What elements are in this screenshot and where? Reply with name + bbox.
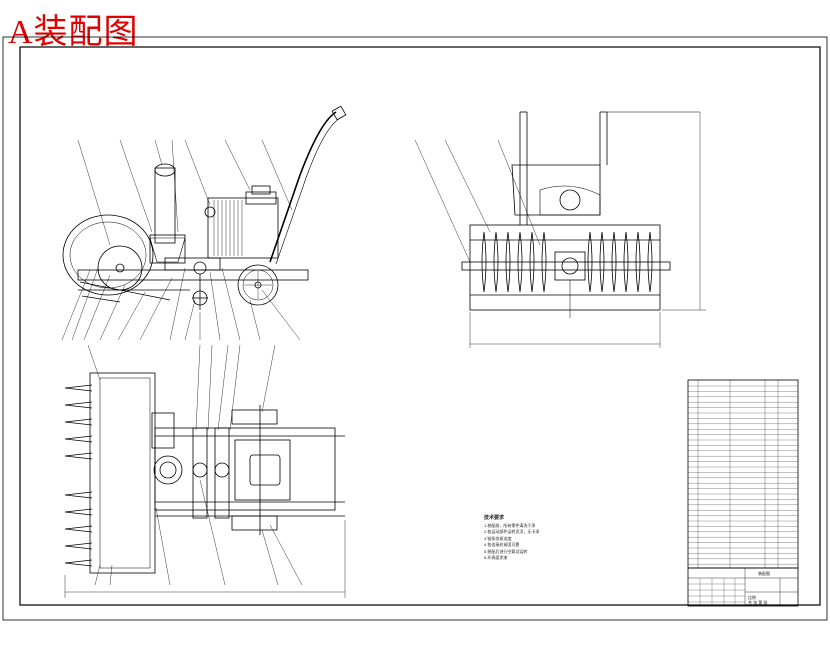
inner-frame <box>19 46 821 606</box>
rear-wheel <box>237 264 279 306</box>
requirement-item: 1.装配前，所有零件清洗干净 <box>484 522 536 528</box>
front-view <box>414 111 706 348</box>
requirement-item: 4.各连接处紧固可靠 <box>484 542 520 547</box>
drive-pulley <box>97 245 143 291</box>
parts-list <box>687 379 799 569</box>
technical-requirements: 技术要求 1.装配前，所有零件清洗干净 2.各运动部件运转灵活，无卡滞 3.链条… <box>484 515 574 562</box>
engine-plan <box>234 439 291 501</box>
requirement-item: 2.各运动部件运转灵活，无卡滞 <box>484 529 540 534</box>
main-frame <box>77 269 309 281</box>
scale-label: 比例 <box>748 595 756 600</box>
side-view <box>61 105 347 341</box>
requirement-item: 5.装配后进行空载试运转 <box>484 548 528 554</box>
front-frame <box>469 224 661 311</box>
flail-housing <box>62 214 154 296</box>
engine-block <box>207 197 279 259</box>
drawing-title: A装配图 <box>8 14 139 51</box>
drawing-name: 装配图 <box>758 571 770 576</box>
sheet-label: 共 张 第 张 <box>748 600 768 605</box>
tine-axle <box>461 261 671 271</box>
requirement-item: 6.外表面涂漆 <box>484 555 508 560</box>
technical-requirements-heading: 技术要求 <box>484 515 505 521</box>
push-handle <box>269 111 337 263</box>
hopper-tube <box>154 167 176 244</box>
requirement-item: 3.链条张紧适度 <box>484 535 512 541</box>
outer-frame <box>2 36 828 621</box>
plan-view <box>64 344 346 598</box>
title-block <box>687 567 799 607</box>
